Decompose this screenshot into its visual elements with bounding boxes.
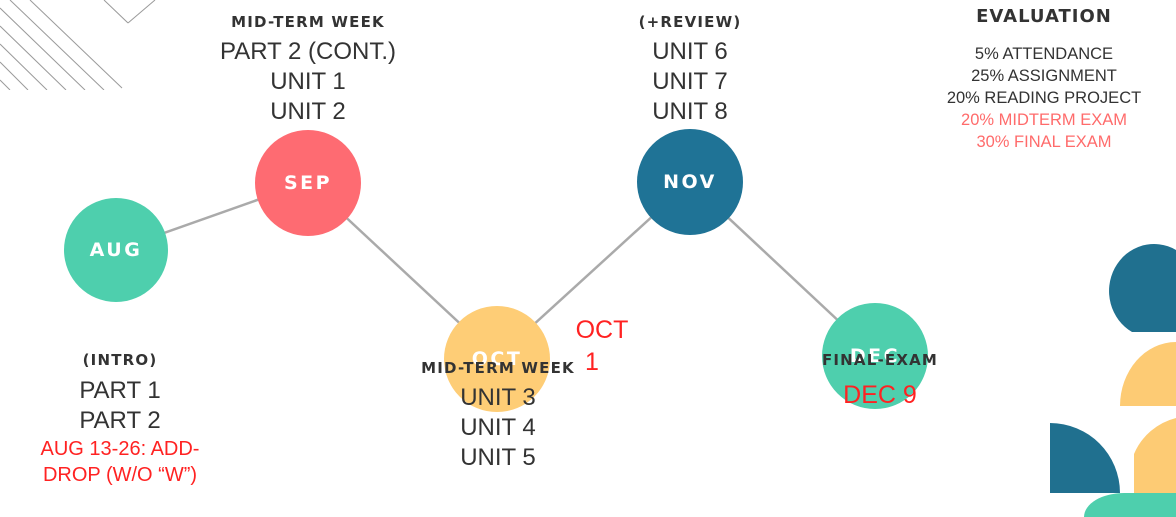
aug-heading: (INTRO) [82, 351, 158, 369]
deco-yellow-right [1134, 418, 1176, 493]
oct-unit: UNIT 4 [460, 414, 536, 441]
evaluation-item: 20% MIDTERM EXAM [961, 111, 1127, 129]
month-label-dec: DEC [849, 345, 901, 367]
oct-deadline-note: OCT 1 [562, 314, 642, 378]
nov-unit: UNIT 8 [652, 98, 728, 125]
month-label-aug: AUG [89, 239, 143, 261]
decorative-stripes [0, 0, 156, 90]
deco-teal-top [1109, 243, 1176, 332]
deco-green-bottom [1084, 493, 1176, 517]
month-circle-dec: DEC [822, 303, 928, 409]
deco-teal-bottom [1050, 423, 1120, 493]
oct-deadline-month: OCT [575, 316, 629, 344]
aug-unit: PART 2 [79, 407, 161, 434]
aug-content: (INTRO) PART 1 PART 2 AUG 13-26: ADD- DR… [10, 350, 230, 488]
month-circle-aug: AUG [64, 198, 168, 302]
month-label-oct: OCT [471, 348, 523, 370]
evaluation-item: 25% ASSIGNMENT [971, 67, 1117, 85]
month-circle-sep: SEP [255, 130, 361, 236]
oct-deadline-day: 1 [585, 348, 599, 376]
month-circle-nov: NOV [637, 129, 743, 235]
dec-content: FINAL-EXAM DEC 9 [790, 350, 970, 410]
decorative-shapes [1050, 243, 1176, 517]
sep-content: MID-TERM WEEK PART 2 (CONT.) UNIT 1 UNIT… [180, 12, 436, 127]
nov-content: (+REVIEW) UNIT 6 UNIT 7 UNIT 8 [590, 12, 790, 127]
sep-heading: MID-TERM WEEK [231, 13, 385, 31]
nov-unit: UNIT 6 [652, 38, 728, 65]
evaluation-title: EVALUATION [976, 6, 1112, 27]
evaluation-item: 20% READING PROJECT [946, 89, 1142, 107]
nov-unit: UNIT 7 [652, 68, 728, 95]
aug-unit: PART 1 [79, 377, 161, 404]
deco-yellow [1120, 342, 1176, 406]
dec-heading: FINAL-EXAM [821, 351, 939, 369]
nov-heading: (+REVIEW) [638, 13, 742, 31]
add-drop-note: AUG 13-26: ADD- [40, 438, 200, 460]
evaluation-item: 5% ATTENDANCE [974, 45, 1114, 63]
oct-heading: MID-TERM WEEK [421, 359, 575, 377]
month-label-sep: SEP [283, 172, 333, 194]
evaluation-panel: EVALUATION 5% ATTENDANCE 25% ASSIGNMENT … [912, 6, 1176, 153]
month-label-nov: NOV [663, 171, 717, 193]
oct-unit: UNIT 3 [460, 384, 536, 411]
sep-unit: PART 2 (CONT.) [219, 38, 397, 65]
sep-unit: UNIT 1 [270, 68, 346, 95]
evaluation-item: 30% FINAL EXAM [976, 133, 1112, 151]
add-drop-note: DROP (W/O “W”) [42, 464, 198, 486]
final-exam-date: DEC 9 [843, 381, 917, 409]
oct-unit: UNIT 5 [460, 444, 536, 471]
month-circle-oct: OCT [444, 306, 550, 412]
oct-content: MID-TERM WEEK UNIT 3 UNIT 4 UNIT 5 [398, 358, 598, 473]
sep-unit: UNIT 2 [270, 98, 346, 125]
